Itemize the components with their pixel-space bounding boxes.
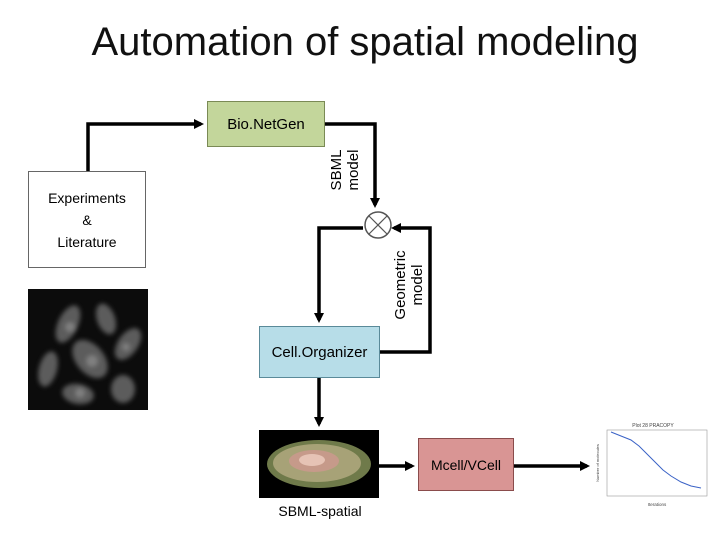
bionetgen-label: Bio.NetGen <box>227 115 305 133</box>
mesh-render-image <box>259 430 379 498</box>
experiments-label-line2: & <box>82 211 92 228</box>
edge-junction-to-cellorganizer <box>314 226 363 323</box>
plot-title: Plot 28 PRACOPY <box>632 423 674 429</box>
plot-ylabel: Number of molecules <box>595 444 600 482</box>
edge-experiments-to-bionetgen <box>86 119 204 171</box>
cell-micrograph-image <box>28 289 148 410</box>
experiments-label-line1: Experiments <box>48 189 126 206</box>
bionetgen-node: Bio.NetGen <box>207 101 325 147</box>
combine-junction-icon <box>364 211 392 239</box>
experiments-literature-node: Experiments & Literature <box>28 171 146 268</box>
sbml-spatial-label: SBML-spatial <box>278 503 362 519</box>
mcell-vcell-node: Mcell/VCell <box>418 438 514 491</box>
page-title: Automation of spatial modeling <box>91 20 639 64</box>
cellorganizer-node: Cell.Organizer <box>259 326 380 378</box>
mcell-label: Mcell/VCell <box>430 456 501 473</box>
experiments-label-line3: Literature <box>57 233 117 250</box>
sbml-model-label: SBML model <box>328 149 362 191</box>
cellorganizer-label: Cell.Organizer <box>271 343 368 361</box>
edge-cellorganizer-to-junction <box>380 223 432 354</box>
plot-series-line <box>610 431 702 489</box>
geometric-model-label: Geometric model <box>392 250 426 320</box>
edge-bionetgen-to-junction <box>325 122 380 208</box>
simulation-plot-image: Plot 28 PRACOPY Iterations Number of mol… <box>593 418 713 510</box>
plot-xlabel: Iterations <box>648 502 667 507</box>
